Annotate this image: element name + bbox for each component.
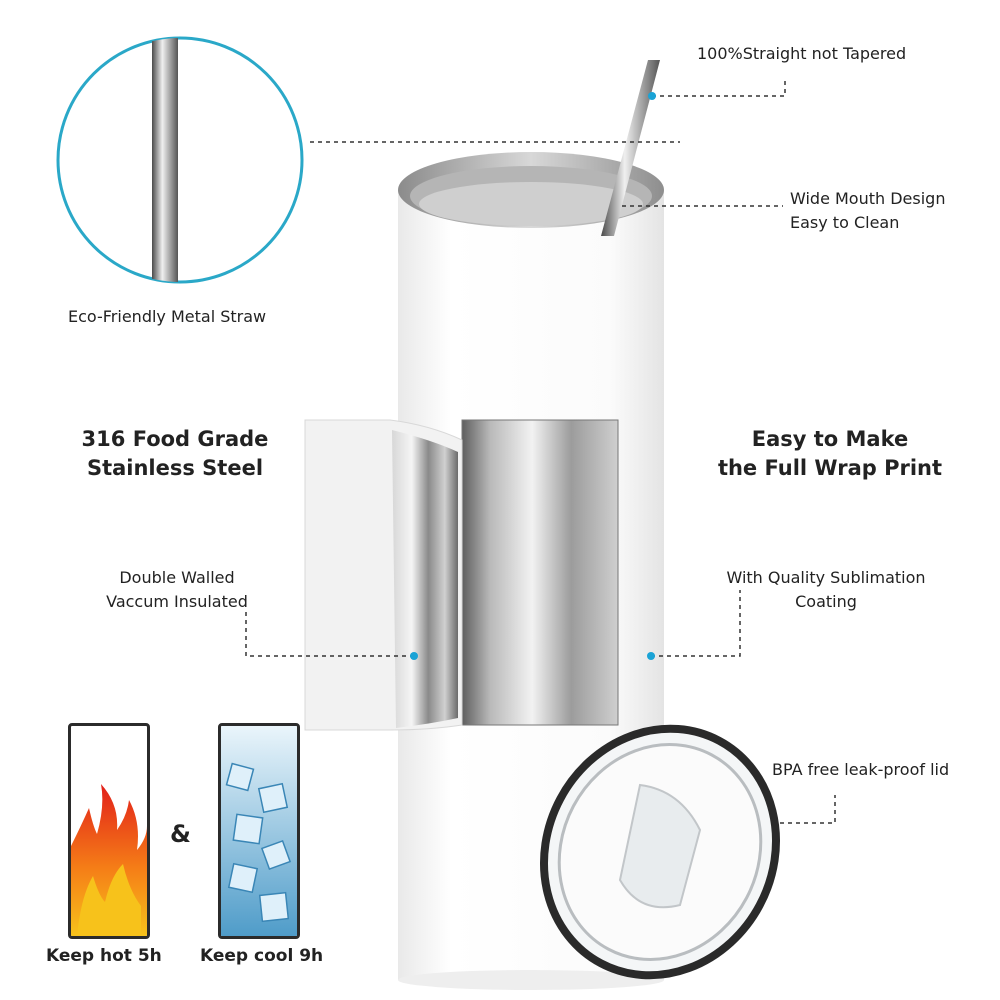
ampersand: & bbox=[170, 820, 191, 848]
label-food-grade: 316 Food Grade Stainless Steel bbox=[70, 425, 280, 483]
label-keep-cool: Keep cool 9h bbox=[200, 946, 324, 966]
cold-thumbnail bbox=[218, 723, 300, 939]
label-keep-hot: Keep hot 5h bbox=[46, 946, 162, 966]
label-sublimation-line2: Coating bbox=[795, 592, 857, 611]
metal-straw-icon bbox=[601, 60, 660, 236]
label-wide-mouth: Wide Mouth Design Easy to Clean bbox=[790, 187, 945, 235]
label-wide-mouth-line2: Easy to Clean bbox=[790, 213, 900, 232]
ice-cubes-icon bbox=[221, 726, 297, 936]
label-sublimation-line1: With Quality Sublimation bbox=[726, 568, 926, 587]
label-double-walled: Double Walled Vaccum Insulated bbox=[82, 566, 272, 614]
label-eco-straw: Eco-Friendly Metal Straw bbox=[68, 307, 267, 326]
tumbler-body bbox=[304, 152, 664, 990]
label-full-wrap: Easy to Make the Full Wrap Print bbox=[710, 425, 950, 483]
flame-icon bbox=[71, 784, 147, 936]
label-sublimation: With Quality Sublimation Coating bbox=[700, 566, 952, 614]
hot-thumbnail bbox=[68, 723, 150, 939]
label-bpa-lid: BPA free leak-proof lid bbox=[772, 760, 950, 779]
leader-lines bbox=[245, 78, 836, 824]
label-double-walled-line2: Vaccum Insulated bbox=[106, 592, 248, 611]
label-straight-not-tapered: 100%Straight not Tapered bbox=[697, 44, 907, 63]
label-food-grade-line1: 316 Food Grade bbox=[81, 427, 269, 451]
callout-dots bbox=[410, 92, 656, 660]
label-full-wrap-line1: Easy to Make bbox=[751, 427, 909, 451]
label-wide-mouth-line1: Wide Mouth Design bbox=[790, 189, 946, 208]
label-double-walled-line1: Double Walled bbox=[119, 568, 235, 587]
label-full-wrap-line2: the Full Wrap Print bbox=[717, 456, 943, 480]
lid-icon bbox=[540, 724, 780, 980]
label-food-grade-line2: Stainless Steel bbox=[86, 456, 264, 480]
straw-zoom-icon bbox=[56, 36, 304, 284]
